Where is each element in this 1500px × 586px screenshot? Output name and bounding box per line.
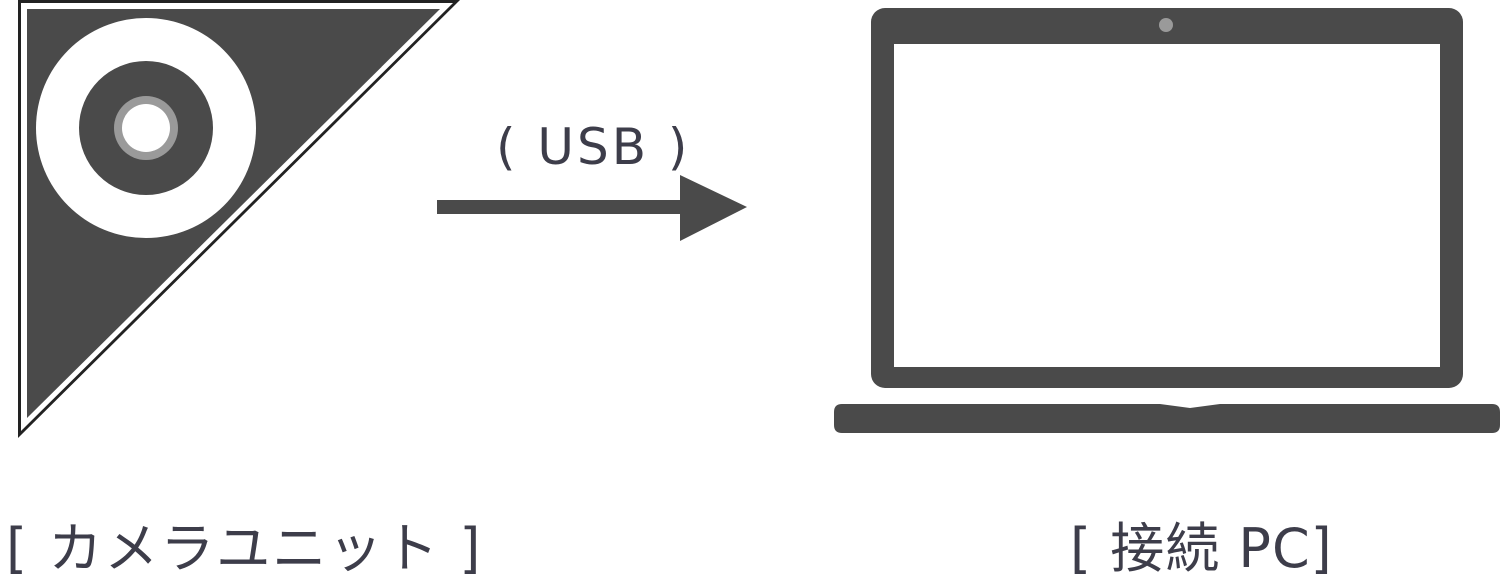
- camera-lens-glass: [122, 104, 170, 152]
- camera-unit-label: [ カメラユニット ]: [6, 517, 483, 580]
- webcam-icon: [1159, 18, 1173, 32]
- usb-connection-label: ( USB ): [496, 118, 691, 176]
- laptop-icon: [834, 8, 1500, 433]
- camera-unit-icon: [18, 0, 460, 438]
- laptop-base: [834, 404, 1500, 433]
- connected-pc-label: [ 接続 PC]: [1070, 517, 1333, 580]
- arrow-right-icon: [437, 175, 747, 241]
- laptop-screen: [894, 44, 1440, 367]
